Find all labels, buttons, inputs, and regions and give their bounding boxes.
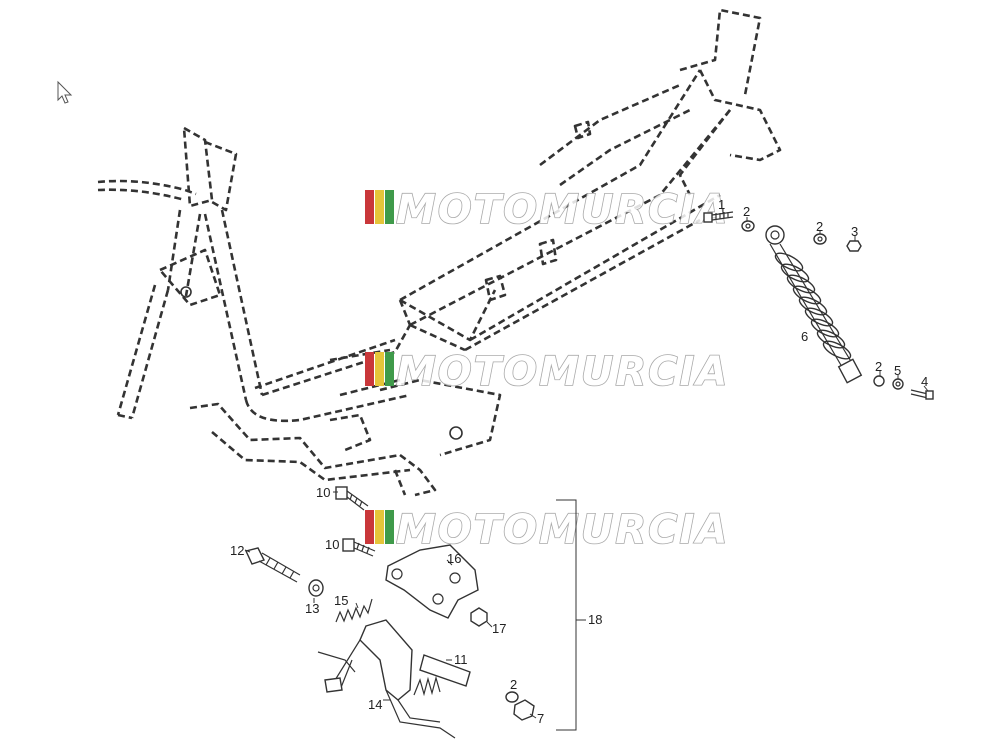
leader-lines bbox=[244, 208, 929, 719]
callout-1: 1 bbox=[718, 197, 725, 212]
callout-2: 2 bbox=[816, 219, 823, 234]
callout-14: 14 bbox=[368, 697, 382, 712]
watermark-text: MOTOMURCIA bbox=[396, 187, 729, 233]
watermark-middle: MOTOMURCIA bbox=[365, 348, 729, 396]
group-bracket-18 bbox=[556, 499, 586, 731]
washer-5 bbox=[892, 378, 904, 390]
callout-16: 16 bbox=[447, 551, 461, 566]
bracket-16 bbox=[385, 544, 479, 619]
nut-17 bbox=[470, 607, 488, 627]
washer-2 bbox=[741, 220, 755, 232]
bolt-4 bbox=[910, 389, 934, 400]
arrow-cursor-icon bbox=[57, 80, 73, 104]
callout-17: 17 bbox=[492, 621, 506, 636]
nut-7 bbox=[513, 699, 535, 721]
nut-3 bbox=[846, 240, 862, 252]
bolt-10-lower bbox=[342, 538, 376, 557]
washer-2 bbox=[873, 375, 885, 387]
watermark-text: MOTOMURCIA bbox=[396, 349, 729, 395]
watermark-bottom: MOTOMURCIA bbox=[365, 506, 728, 554]
callout-2: 2 bbox=[743, 204, 750, 219]
callout-11: 11 bbox=[454, 652, 468, 667]
washer-2 bbox=[505, 691, 519, 703]
bolt-12 bbox=[245, 547, 301, 583]
bolt-10-upper bbox=[335, 486, 369, 511]
callout-5: 5 bbox=[894, 363, 901, 378]
callout-13: 13 bbox=[305, 601, 319, 616]
callout-10: 10 bbox=[325, 537, 339, 552]
washer-13 bbox=[308, 579, 324, 597]
callout-10: 10 bbox=[316, 485, 330, 500]
shock-absorber bbox=[765, 225, 863, 384]
spring-13-lower bbox=[413, 675, 441, 697]
scooter-frame bbox=[97, 8, 782, 497]
callout-6: 6 bbox=[801, 329, 808, 344]
callout-18: 18 bbox=[588, 612, 602, 627]
callout-2: 2 bbox=[510, 677, 517, 692]
spring-15 bbox=[335, 598, 373, 623]
callout-3: 3 bbox=[851, 224, 858, 239]
callout-15: 15 bbox=[334, 593, 348, 608]
callout-4: 4 bbox=[921, 374, 928, 389]
washer-2 bbox=[813, 233, 827, 245]
pin-11 bbox=[419, 654, 471, 687]
callout-labels: 1 2 2 3 6 2 5 4 10 10 12 16 13 15 17 18 … bbox=[230, 197, 928, 726]
watermark-top: MOTOMURCIA bbox=[365, 186, 729, 234]
callout-12: 12 bbox=[230, 543, 244, 558]
center-stand-14 bbox=[317, 619, 456, 739]
callout-7: 7 bbox=[537, 711, 544, 726]
callout-2: 2 bbox=[875, 359, 882, 374]
